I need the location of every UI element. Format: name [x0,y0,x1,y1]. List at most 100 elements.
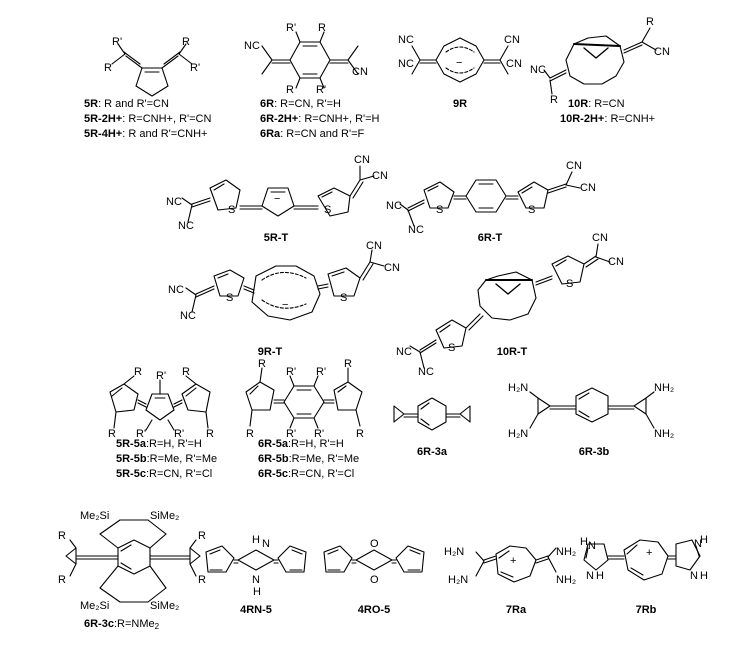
code-5R-4H: 5R-4H+ [84,128,123,140]
atom-label-7Rb-N3: N [694,538,702,550]
structure-6R-T [399,171,581,227]
atom-label-7Rb-N4: N [690,570,698,582]
atom-label-6R3b-NH2a: NH₂ [654,382,675,394]
atom-label-6RT-S1: S [436,204,444,216]
charge-minus-5R-T: − [274,193,280,205]
atom-label-6R3c-Me2Si2: Me₂Si [80,600,110,612]
text-6R: : R=CN, R'=H [274,98,341,110]
atom-label-10RT-CN1: CN [592,232,608,244]
structure-10R [543,27,657,95]
atom-label-9RT-CN2: CN [384,262,400,274]
atom-label-4RN-H1: H [252,534,260,546]
atom-label-6R-R2: R [286,84,294,96]
atom-label-6R-NC: NC [244,40,260,52]
atom-label-6R-CN: CN [352,66,368,78]
atom-label-6RT-NC2: NC [408,224,424,236]
atom-label-10RT-S2: S [448,342,456,354]
text-5R: : R and R'=CN [98,98,169,110]
text-10R-2H: : R=CNH+ [604,113,656,125]
caption-4RO-5: 4RO-5 [357,604,391,616]
structure-6R-3b [529,387,655,429]
atom-label-6R5-Rp3: R' [286,428,297,440]
structure-5R-5 [109,375,211,431]
atom-label-6RT-S2: S [528,204,536,216]
atom-label-5RT-NC1: NC [166,196,182,208]
caption-7Rb: 7Rb [635,604,657,616]
atom-label-9R-CN2: CN [506,58,522,70]
structure-6R-3c [65,519,201,603]
code-6R-3c: 6R-3c [84,618,114,630]
atom-label-7Rb-N1: N [588,540,596,552]
atom-label-9RT-CN1: CN [366,240,382,252]
caption-10R-T: 10R-T [496,346,528,358]
atom-label-10R-NC: NC [530,64,546,76]
atom-label-5R5-R2: R [182,366,190,378]
caption-9R: 9R [452,98,468,110]
atom-label-7Rb-H3: H [700,534,708,546]
atom-label-10RT-CN2: CN [608,256,624,268]
caption-5R-5c: 5R-5c:R=CN, R'=Cl [116,468,212,481]
atom-label-5R-Rp2: R' [190,62,201,74]
atom-label-5R-Rp1: R' [112,36,123,48]
caption-10R: 10R: R=CN [568,98,625,111]
atom-label-4RN-N2: N [252,574,260,586]
structure-6R [261,31,359,89]
atom-label-6R3b-H2N1: H₂N [508,382,529,394]
caption-6R-5a: 6R-5a:R=H, R'=H [258,438,344,451]
code-6R-5a: 6R-5a [258,438,288,450]
atom-label-6R3b-H2N2: H₂N [508,428,529,440]
atom-label-7Rb-H1: H [580,536,588,548]
atom-label-10RT-S1: S [566,278,574,290]
atom-label-9R-CN1: CN [504,34,520,46]
atom-label-4RN-H2: H [253,586,261,598]
atom-label-9RT-NC2: NC [180,310,196,322]
atom-label-9RT-NC1: NC [168,284,184,296]
structure-4RO-5 [323,545,425,573]
atom-label-6R5-Rp1: R' [286,366,297,378]
atom-label-6R3c-Me2Si1: Me₂Si [80,510,110,522]
atom-label-6R5-Rp4: R' [314,428,325,440]
charge-minus-9R: − [456,57,462,69]
atom-label-7Rb-N2: N [586,570,594,582]
atom-label-9R-NC1: NC [398,34,414,46]
charge-plus-7Rb: + [646,547,652,559]
atom-label-4RO-O2: O [370,574,379,586]
atom-label-6R5-R4: R [356,428,364,440]
atom-label-6R3c-R4: R [198,574,206,586]
atom-label-6R3c-R3: R [198,530,206,542]
atom-label-6R-Rp1: R' [286,22,297,34]
structure-9R [411,37,509,83]
text-10R: : R=CN [588,98,625,110]
caption-5R-T: 5R-T [263,232,289,244]
atom-label-7Ra-H2N2: H₂N [448,574,469,586]
text-6R-5b: :R=Me, R'=Me [288,453,360,465]
atom-label-5R5-Rp3: R' [174,428,185,440]
structure-5R [111,43,193,97]
atom-label-9RT-S2: S [340,292,348,304]
atom-label-6R5-R2: R [344,358,352,370]
atom-label-10RT-NC2: NC [418,366,434,378]
structure-4RN-5 [205,545,307,573]
caption-4RN-5: 4RN-5 [240,604,272,616]
atom-label-5R5-Rp1: R' [156,370,167,382]
atom-label-6R3c-SiMe2b: SiMe₂ [150,600,180,612]
atom-label-4RN-N1: N [262,538,270,550]
caption-5R-4H: 5R-4H+: R and R'=CNH+ [84,128,207,141]
atom-label-6RT-CN2: CN [580,182,596,194]
structure-10R-T [409,243,611,369]
code-5R: 5R [84,98,99,110]
charge-plus-7Ra: + [510,555,516,567]
text-5R-4H: : R and R'=CNH+ [122,128,208,140]
caption-6R-3a: 6R-3a [417,446,447,458]
atom-label-5R5-R3: R [108,428,116,440]
atom-label-10R-R2: R [550,94,558,106]
atom-label-6R5-Rp2: R' [316,366,327,378]
code-5R-5c: 5R-5c [116,468,146,480]
atom-label-5RT-CN1: CN [354,154,370,166]
text-6R-5a: :R=H, R'=H [287,438,344,450]
atom-label-6R-R1: R [318,22,326,34]
atom-label-6RT-NC1: NC [386,200,402,212]
atom-label-6R5-R3: R [246,428,254,440]
text-5R-2H: : R=CNH+, R'=CN [122,113,212,125]
atom-label-5RT-S1: S [228,204,236,216]
